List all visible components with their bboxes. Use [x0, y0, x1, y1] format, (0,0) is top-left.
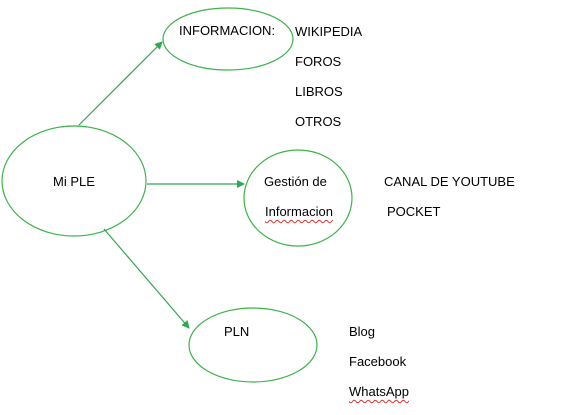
arrow-to-pln	[103, 228, 190, 329]
resource-item-libros: LIBROS	[295, 84, 343, 99]
resource-item-canal-de-youtube: CANAL DE YOUTUBE	[384, 174, 515, 189]
center-node-label: Mi PLE	[53, 174, 95, 189]
pln-node-ellipse	[188, 307, 318, 383]
gestion-node-label-line1: Gestión de	[264, 174, 327, 189]
resource-item-blog: Blog	[349, 324, 376, 339]
resource-item-facebook: Facebook	[349, 354, 407, 369]
resource-item-wikipedia: WIKIPEDIA	[295, 24, 363, 39]
gestion-node-label-line2: Informacion	[265, 204, 333, 219]
gestion-node-ellipse	[243, 149, 353, 247]
informacion-node-ellipse	[162, 7, 294, 71]
resource-item-pocket: POCKET	[387, 204, 441, 219]
arrow-to-informacion	[78, 41, 163, 126]
informacion-node-label: INFORMACION:	[179, 23, 276, 38]
resource-item-foros: FOROS	[295, 54, 342, 69]
resource-item-otros: OTROS	[295, 114, 342, 129]
resource-item-whatsapp: WhatsApp	[349, 384, 409, 399]
center-node-ellipse	[1, 125, 147, 237]
pln-node-label: PLN	[224, 324, 250, 339]
